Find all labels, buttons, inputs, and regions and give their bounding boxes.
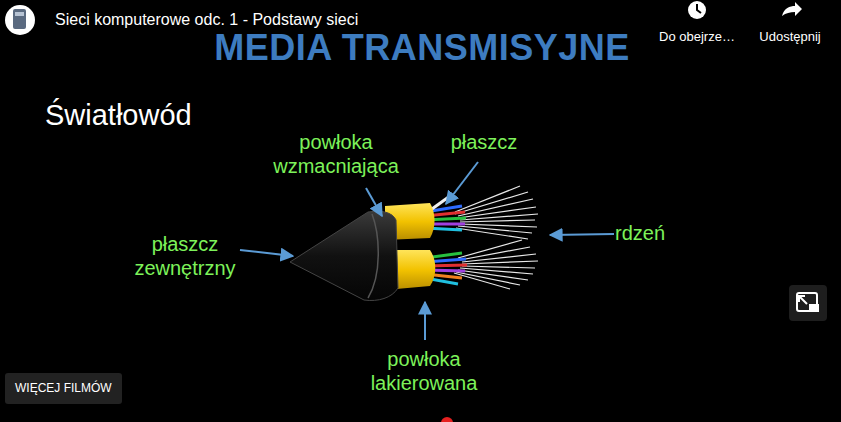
share-label: Udostępnij: [759, 30, 820, 44]
outer-jacket: [290, 211, 398, 300]
part-label: płaszcz: [451, 130, 518, 154]
slide-title: MEDIA TRANSMISYJNE: [214, 30, 630, 66]
watch-later: Do obejrze…: [659, 30, 735, 44]
slide-heading: Światłowód: [45, 100, 192, 132]
more-videos-button: WIĘCEJ FILMÓW: [5, 373, 122, 404]
part-label: powłoka lakierowana: [371, 347, 478, 395]
miniplayer-button: [789, 285, 827, 321]
share-icon: [782, 2, 802, 16]
clock-icon: [688, 1, 706, 19]
fiber-strands: [454, 186, 538, 289]
part-label: płaszcz zewnętrzny: [134, 232, 235, 280]
leader-arrows: [240, 162, 614, 340]
part-label: rdzeń: [615, 221, 665, 245]
video-title: Sieci komputerowe odc. 1 - Podstawy siec…: [55, 11, 358, 29]
channel-avatar: [5, 5, 35, 35]
part-label: powłoka wzmacniająca: [273, 130, 399, 178]
progress-dot: [441, 417, 453, 422]
